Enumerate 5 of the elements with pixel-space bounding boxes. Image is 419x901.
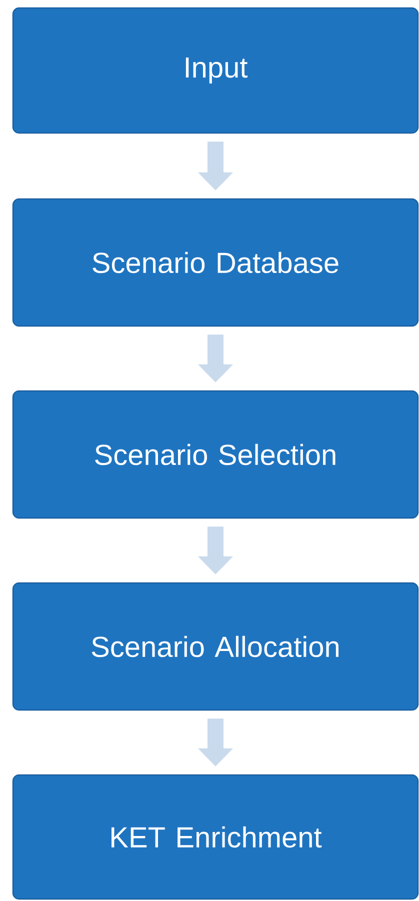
process-box: Scenario Selection — [12, 390, 419, 519]
process-box: KET Enrichment — [12, 774, 419, 900]
process-box: Scenario Allocation — [12, 582, 419, 711]
process-box: Input — [12, 7, 419, 134]
process-box: Scenario Database — [12, 198, 419, 327]
